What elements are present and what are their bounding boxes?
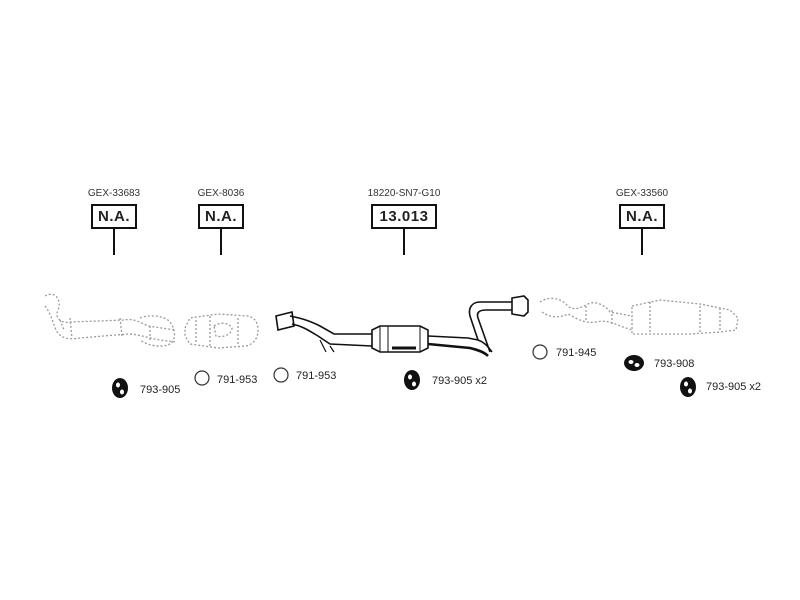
center-pipe-assembly bbox=[275, 295, 529, 357]
ring-icon bbox=[273, 367, 289, 383]
hardware-label-6[interactable]: 793-908 bbox=[654, 358, 695, 370]
callout-code-3: 18220-SN7-G10 bbox=[367, 188, 441, 199]
callout-code-4: GEX-33560 bbox=[615, 188, 669, 199]
hardware-label-2[interactable]: 791-953 bbox=[217, 374, 258, 386]
rubber-hanger-icon bbox=[624, 355, 644, 371]
dotted-front-pipe bbox=[44, 293, 176, 347]
hardware-label-5[interactable]: 791-945 bbox=[556, 347, 597, 359]
callout-leader-2 bbox=[220, 229, 222, 255]
rubber-hanger-icon bbox=[680, 377, 696, 397]
callout-part-4[interactable]: N.A. bbox=[619, 204, 665, 229]
callout-leader-4 bbox=[641, 229, 643, 255]
hardware-label-7[interactable]: 793-905 x2 bbox=[706, 381, 762, 393]
callout-part-1[interactable]: N.A. bbox=[91, 204, 137, 229]
callout-code-2: GEX-8036 bbox=[197, 188, 245, 199]
hardware-label-4[interactable]: 793-905 x2 bbox=[432, 375, 488, 387]
rubber-hanger-icon bbox=[112, 378, 128, 398]
ring-icon bbox=[194, 370, 210, 386]
rubber-hanger-icon bbox=[404, 370, 420, 390]
callout-leader-3 bbox=[403, 229, 405, 255]
dotted-catalytic-converter bbox=[184, 313, 259, 349]
ring-icon bbox=[532, 344, 548, 360]
callout-part-2[interactable]: N.A. bbox=[198, 204, 244, 229]
callout-code-1: GEX-33683 bbox=[87, 188, 141, 199]
callout-part-3[interactable]: 13.013 bbox=[371, 204, 437, 229]
callout-leader-1 bbox=[113, 229, 115, 255]
hardware-label-1[interactable]: 793-905 bbox=[140, 384, 181, 396]
dotted-rear-silencer bbox=[539, 297, 739, 335]
hardware-label-3[interactable]: 791-953 bbox=[296, 370, 337, 382]
